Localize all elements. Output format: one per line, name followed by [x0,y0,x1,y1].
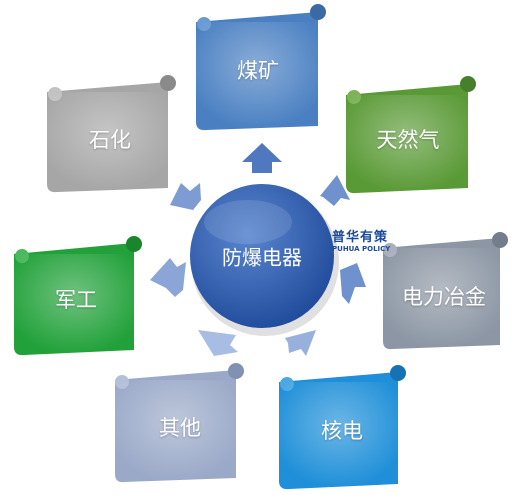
arrow-up [242,143,282,173]
hub-highlight [204,200,292,244]
arrows [150,143,366,356]
arrow-lower-right [285,330,316,356]
node-coal [196,4,326,131]
hub-circle [190,184,334,328]
hub-label: 防爆电器 [222,245,302,270]
arrow-lower-left [198,330,238,356]
node-other [115,363,244,483]
node-label-metal: 电力冶金 [402,285,486,309]
arrow-upper-right [320,175,350,206]
node-petro [47,75,176,193]
node-label-other: 其他 [159,416,201,440]
arrow-left [150,258,186,297]
node-gas [346,76,476,194]
node-metal [383,232,508,350]
node-label-gas: 天然气 [376,128,440,152]
node-label-coal: 煤矿 [237,59,279,83]
node-nuclear [279,365,406,490]
watermark-cn: 普华有策 [332,230,389,245]
arrow-upper-left [170,183,201,210]
arrow-right [340,263,366,304]
node-label-petro: 石化 [89,128,131,152]
watermark-logo: 普华有策 PUHUA POLICY [332,230,396,254]
node-label-military: 军工 [55,288,97,312]
node-label-nuclear: 核电 [321,419,363,443]
watermark-en: PUHUA POLICY [332,245,391,253]
node-military [14,236,142,356]
